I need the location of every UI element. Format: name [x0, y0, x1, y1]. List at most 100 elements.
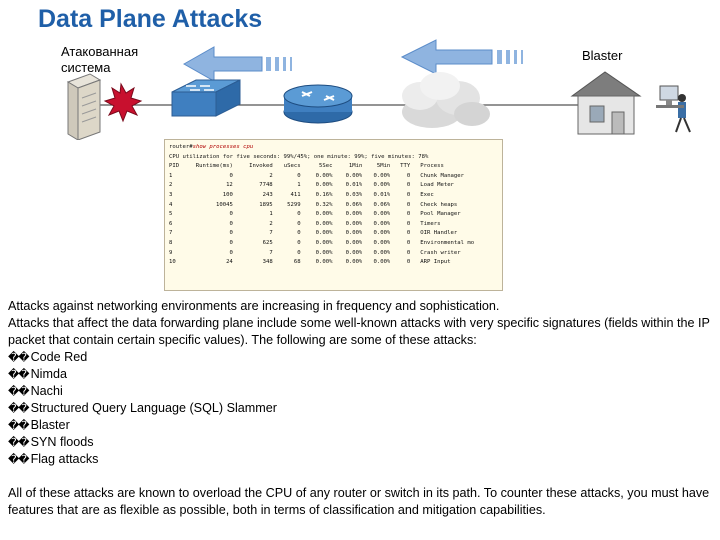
process-cell: 0.01%	[373, 191, 391, 198]
attack-list: ��Code Red ��Nimda ��Nachi ��Structured …	[8, 349, 714, 468]
process-cell: Check heaps	[420, 201, 458, 208]
header-cell: Process	[420, 163, 444, 170]
process-cell: OIR Handler	[420, 230, 458, 237]
process-cell: 0.06%	[373, 201, 391, 208]
header-cell: TTY	[400, 163, 411, 170]
process-cell: 0	[297, 220, 301, 227]
process-cell: 0.00%	[315, 239, 333, 246]
process-cell: 0.00%	[315, 172, 333, 179]
list-item: ��Structured Query Language (SQL) Slamme…	[8, 400, 714, 417]
process-cell: 0.00%	[315, 211, 333, 218]
process-cell: 9	[169, 249, 173, 256]
explosion-icon	[103, 82, 143, 123]
attacked-system-label: Атакованная система	[61, 44, 139, 75]
list-item: ��Nachi	[8, 383, 714, 400]
process-cell: 0	[406, 220, 411, 227]
list-item-label: Nachi	[30, 384, 63, 398]
process-cell: 7	[269, 249, 273, 256]
process-cell: 1	[297, 182, 301, 189]
slide-body: Attacks against networking environments …	[8, 298, 714, 519]
terminal-header-row: PID Runtime(ms) Invoked uSecs 5Sec 1Min …	[169, 162, 498, 172]
process-cell: 0	[297, 172, 301, 179]
process-cell: 411	[290, 191, 301, 198]
process-cell: 0.00%	[373, 220, 391, 227]
terminal-command-line: router#show processes cpu	[169, 143, 498, 153]
process-cell: 7	[169, 230, 173, 237]
process-cell: 6	[169, 220, 173, 227]
paragraph-signatures: Attacks that affect the data forwarding …	[8, 316, 710, 347]
header-cell: 5Sec	[319, 163, 333, 170]
process-cell: 0	[406, 172, 411, 179]
router-icon	[283, 84, 353, 124]
process-cell: 243	[262, 191, 273, 198]
list-item: ��Code Red	[8, 349, 714, 366]
header-cell: PID	[169, 163, 180, 170]
list-item-label: Structured Query Language (SQL) Slammer	[30, 401, 277, 415]
process-cell: 3	[169, 191, 173, 198]
list-item-label: Flag attacks	[30, 452, 99, 466]
process-cell: ARP Input	[420, 259, 451, 266]
process-cell: 0.00%	[315, 259, 333, 266]
process-cell: 0.00%	[345, 230, 363, 237]
process-cell: 0	[229, 172, 233, 179]
process-cell: 0	[297, 230, 301, 237]
server-icon	[66, 73, 102, 140]
header-cell: Runtime(ms)	[195, 163, 233, 170]
process-cell: 0	[406, 259, 411, 266]
bullet-mark: ��	[8, 419, 30, 432]
process-cell: 0	[297, 211, 301, 218]
process-cell: 0.00%	[373, 172, 391, 179]
process-cell: 2	[169, 182, 173, 189]
process-cell: 0	[297, 249, 301, 256]
process-cell: 0.06%	[345, 201, 363, 208]
list-item-label: Nimda	[30, 367, 67, 381]
process-cell: 10045	[215, 201, 233, 208]
bullet-mark: ��	[8, 402, 30, 415]
process-cell: 5	[169, 211, 173, 218]
list-item: ��Flag attacks	[8, 451, 714, 468]
process-cell: 0.00%	[345, 220, 363, 227]
process-cell: 0	[406, 211, 411, 218]
process-cell: 0.00%	[373, 211, 391, 218]
process-cell: 1895	[259, 201, 273, 208]
cpu-utilization-line: CPU utilization for five seconds: 99%/45…	[169, 153, 429, 160]
header-cell: 5Min	[376, 163, 391, 170]
process-cell: Environmental mo	[420, 239, 475, 246]
process-cell: 1	[269, 211, 273, 218]
process-cell: 0	[406, 191, 411, 198]
terminal-command: show processes cpu	[192, 144, 254, 150]
process-cell: 0.01%	[345, 182, 363, 189]
process-cell: 0.00%	[315, 249, 333, 256]
header-cell: uSecs	[283, 163, 301, 170]
process-cell: 5299	[287, 201, 301, 208]
process-cell: 0	[406, 182, 411, 189]
paragraph-conclusion: All of these attacks are known to overlo…	[8, 486, 710, 517]
bullet-mark: ��	[8, 385, 30, 398]
list-item-label: Code Red	[30, 350, 88, 364]
network-diagram	[66, 39, 691, 140]
process-cell: 0.00%	[345, 211, 363, 218]
process-cell: 8	[169, 239, 173, 246]
process-cell: 0	[229, 249, 233, 256]
process-cell: 0.00%	[315, 182, 333, 189]
header-cell: 1Min	[348, 163, 363, 170]
process-cell: 7	[269, 230, 273, 237]
process-cell: 0	[406, 230, 411, 237]
process-cell: 2	[269, 172, 273, 179]
list-item-label: SYN floods	[30, 435, 94, 449]
process-cell: Pool Manager	[420, 211, 461, 218]
terminal-prompt: router#	[169, 144, 193, 150]
list-item-label: Blaster	[30, 418, 70, 432]
process-cell: 0	[297, 239, 301, 246]
process-cell: Load Meter	[420, 182, 454, 189]
process-cell: 0.16%	[315, 191, 333, 198]
process-cell: 0	[229, 230, 233, 237]
cpu-output-terminal: router#show processes cpu CPU utilizatio…	[164, 139, 503, 291]
slide-title: Data Plane Attacks	[38, 5, 263, 33]
switch-icon	[171, 79, 241, 117]
